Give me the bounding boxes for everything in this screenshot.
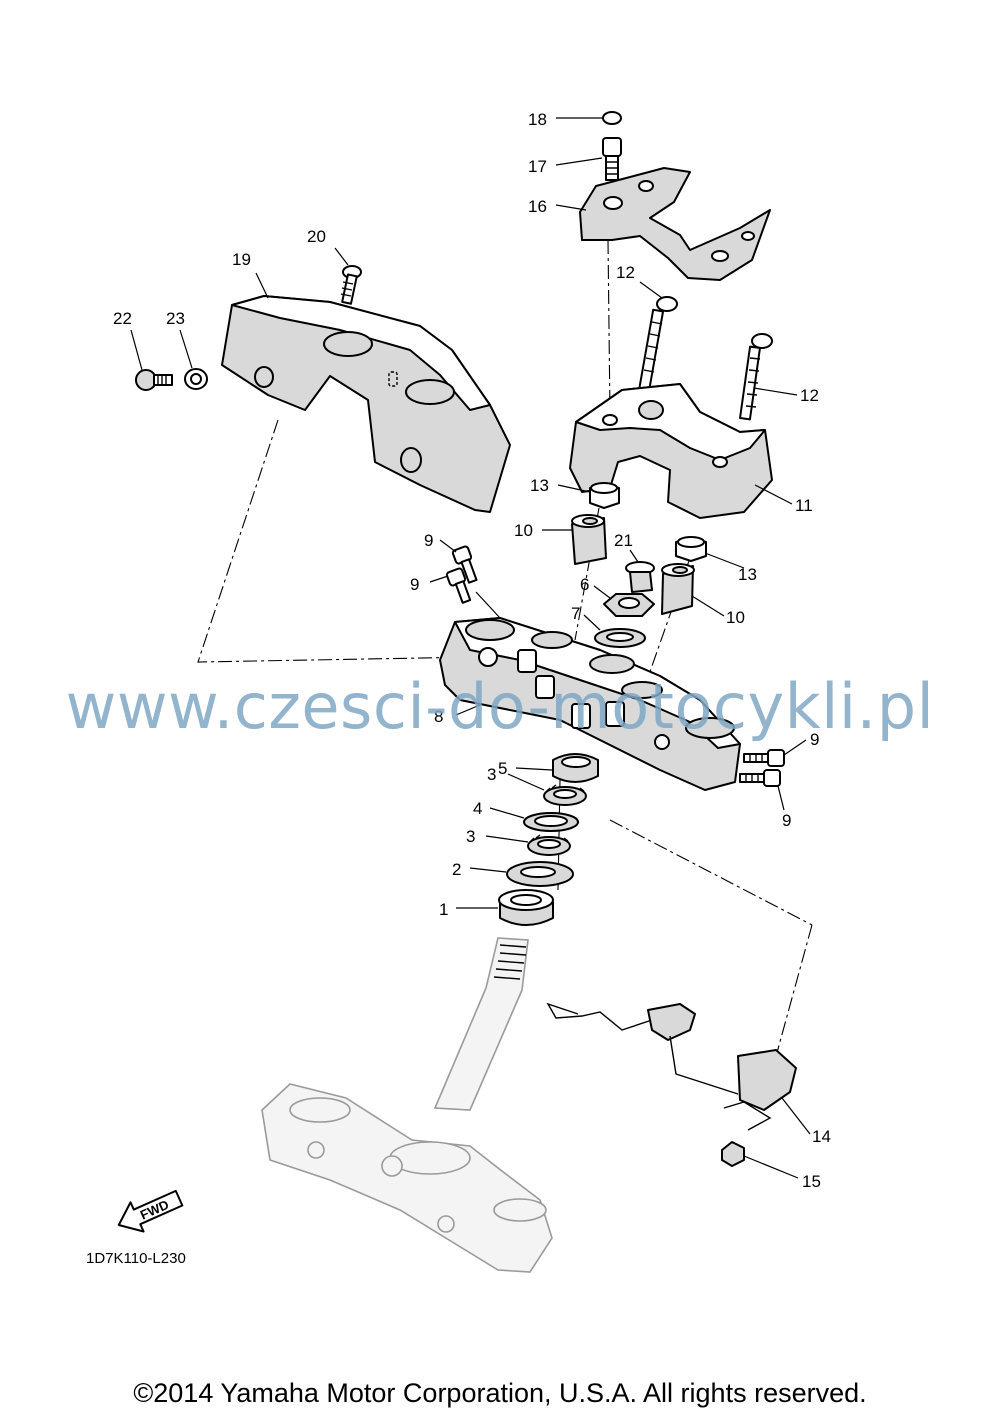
part-9-bolt-right-b: [739, 769, 781, 787]
diagram-code: 1D7K110-L230: [86, 1250, 186, 1267]
part-9-bolt-upper-a: [451, 545, 478, 584]
part-10-damper-left: [571, 514, 607, 565]
callout-3-lower: 3: [466, 827, 475, 846]
part-9-bolt-upper-b: [445, 567, 472, 604]
forward-arrow: FWD: [117, 1189, 184, 1233]
callout-5: 5: [498, 759, 507, 778]
callout-21: 21: [614, 531, 633, 550]
callout-8: 8: [434, 707, 443, 726]
part-21-collar: [625, 561, 655, 593]
part-20-screw: [340, 265, 362, 305]
callout-4: 4: [473, 799, 482, 818]
callout-16: 16: [528, 197, 547, 216]
part-2-dust-seal: [506, 861, 574, 887]
leader-lines: [130, 117, 811, 1179]
part-12-bolt-right: [739, 333, 773, 421]
lower-bracket-steering-stem: [261, 937, 553, 1273]
part-9-bolt-right-a: [743, 749, 785, 767]
part-19-upper-cover: [221, 295, 511, 513]
part-3-ring-nut-upper: [543, 784, 587, 806]
part-16-upper-clamp: [579, 167, 771, 281]
part-13-bushing-left: [589, 482, 620, 509]
callout-13-left: 13: [530, 476, 549, 495]
callout-9-right-a: 9: [810, 730, 819, 749]
part-23-washer: [184, 368, 208, 390]
part-7-washer: [594, 628, 646, 648]
part-3-ring-nut-lower: [527, 834, 571, 856]
part-10-damper-right: [661, 563, 695, 615]
callout-11: 11: [795, 496, 813, 515]
part-22-bolt: [135, 369, 173, 391]
callout-3-upper: 3: [487, 765, 496, 784]
callout-12-left: 12: [616, 263, 635, 282]
callout-17: 17: [528, 157, 547, 176]
part-6-steering-nut: [603, 593, 655, 617]
callout-labels: 18 17 16 19 20 22 23 12 12 11 13 13 10 1…: [113, 110, 831, 1191]
callout-2: 2: [452, 860, 461, 879]
callout-10-left: 10: [514, 521, 533, 540]
callout-23: 23: [166, 309, 185, 328]
callout-12-right: 12: [800, 386, 819, 405]
part-15-nut: [721, 1141, 745, 1167]
callout-18: 18: [528, 110, 547, 129]
callout-15: 15: [802, 1172, 821, 1191]
callout-9-right-b: 9: [782, 811, 791, 830]
copyright-notice: ©2014 Yamaha Motor Corporation, U.S.A. A…: [133, 1378, 867, 1408]
callout-20: 20: [307, 227, 326, 246]
part-17-bolt: [602, 137, 622, 181]
callout-6: 6: [580, 575, 589, 594]
part-13-bushing-right: [675, 536, 707, 562]
callout-9-upper-a: 9: [424, 531, 433, 550]
part-5-lock-washer: [552, 753, 599, 783]
callout-22: 22: [113, 309, 132, 328]
part-1-bearing: [498, 889, 554, 926]
callout-14: 14: [812, 1127, 831, 1146]
callout-7: 7: [571, 604, 580, 623]
part-14-cable-guide: [546, 1002, 797, 1131]
part-8-upper-bracket: [439, 617, 741, 791]
callout-10-right: 10: [726, 608, 745, 627]
callout-19: 19: [232, 250, 251, 269]
part-18-cap: [602, 111, 622, 125]
callout-1: 1: [439, 900, 448, 919]
part-12-bolt-left: [637, 296, 678, 394]
part-11-handlebar-holder: [569, 383, 773, 519]
callout-13-right: 13: [738, 565, 757, 584]
part-4-washer: [523, 812, 579, 832]
callout-9-upper-b: 9: [410, 575, 419, 594]
